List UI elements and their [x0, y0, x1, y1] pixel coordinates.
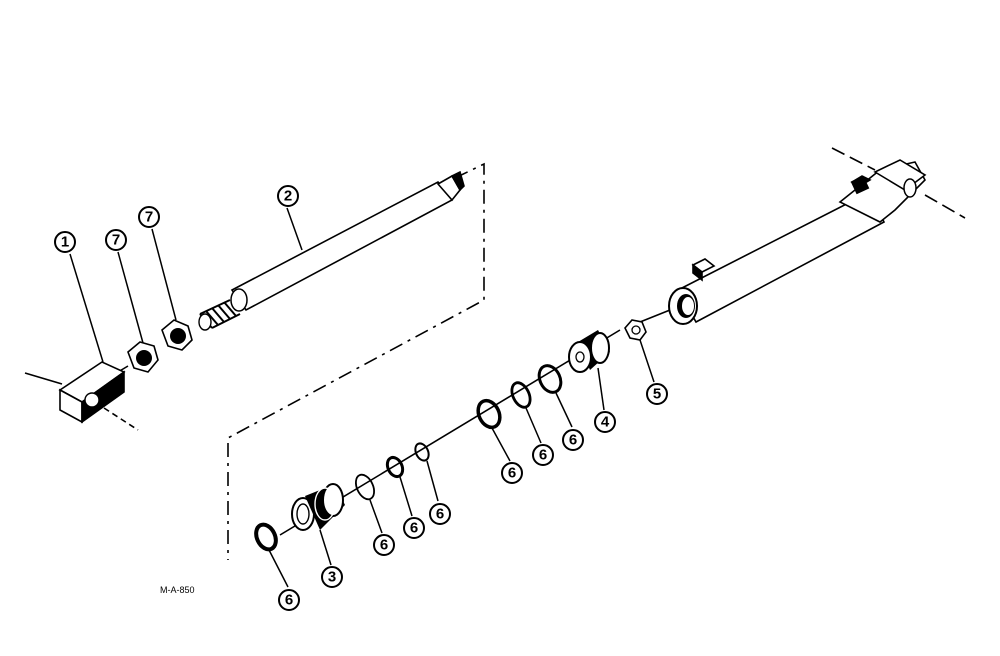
- callout-6a: 6: [278, 589, 300, 611]
- callout-5-label: 5: [653, 386, 661, 403]
- piston-nut: [624, 319, 647, 341]
- callout-6b: 6: [373, 534, 395, 556]
- callout-4-label: 4: [601, 414, 610, 431]
- piston-rod: [198, 170, 465, 331]
- callout-2-label: 2: [284, 188, 292, 205]
- callout-6e: 6: [501, 462, 523, 484]
- centerline-barrel-end: [831, 147, 966, 219]
- assembly-phantom-line: [227, 162, 485, 560]
- callout-6c-label: 6: [410, 520, 418, 537]
- callout-5: 5: [646, 383, 668, 405]
- seal-ring-4: [414, 442, 430, 462]
- seal-ring-6: [510, 381, 532, 409]
- leader-lines: [69, 207, 655, 588]
- seal-ring-5: [476, 398, 502, 430]
- callout-6e-label: 6: [508, 465, 516, 482]
- callout-1: 1: [54, 231, 76, 253]
- seal-ring-3: [385, 455, 405, 479]
- callout-7b-label: 7: [145, 209, 153, 226]
- jam-nut-2: [161, 319, 193, 351]
- callout-6c: 6: [403, 517, 425, 539]
- seal-ring-2: [355, 473, 375, 501]
- callout-1-label: 1: [61, 234, 69, 251]
- rod-gland: [291, 483, 345, 531]
- cylinder-barrel: [668, 159, 927, 325]
- callout-7a-label: 7: [112, 232, 120, 249]
- callout-7a: 7: [105, 229, 127, 251]
- callout-6a-label: 6: [285, 592, 293, 609]
- callout-6f: 6: [532, 444, 554, 466]
- piston: [568, 330, 610, 373]
- callout-6g-label: 6: [569, 432, 577, 449]
- callout-4: 4: [594, 411, 616, 433]
- callout-6d: 6: [429, 503, 451, 525]
- drawing-id: M-A-850: [160, 585, 195, 595]
- callout-7b: 7: [138, 206, 160, 228]
- jam-nut-1: [127, 341, 159, 373]
- seal-ring-7: [537, 364, 563, 394]
- callout-3: 3: [321, 566, 343, 588]
- seal-ring-1: [254, 522, 278, 552]
- callout-6f-label: 6: [539, 447, 547, 464]
- callout-6g: 6: [562, 429, 584, 451]
- callout-6b-label: 6: [380, 537, 388, 554]
- rod-clevis-block: [58, 361, 126, 424]
- callout-2: 2: [277, 185, 299, 207]
- callout-6d-label: 6: [436, 506, 444, 523]
- callout-3-label: 3: [328, 569, 336, 586]
